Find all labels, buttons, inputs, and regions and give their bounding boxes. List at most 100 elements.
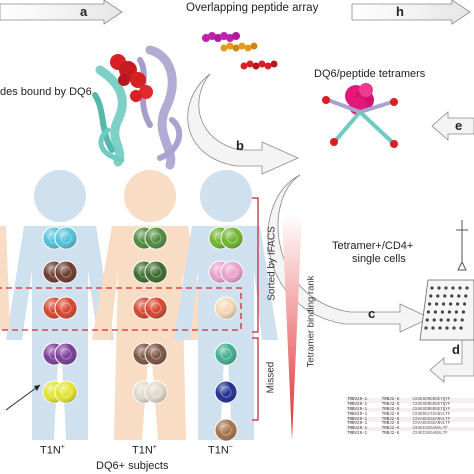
tcell-clone-7 — [132, 296, 168, 320]
tcell-shading — [55, 261, 77, 283]
tcell-nucleus — [150, 266, 162, 278]
tcell-shading — [215, 343, 237, 365]
step-b-label: b — [236, 138, 244, 153]
tcell-nucleus — [150, 348, 162, 360]
tcr-cell-j: TRBJ2-5 — [380, 402, 412, 408]
tcell-clone-4 — [42, 380, 78, 404]
step-a-label: a — [80, 4, 88, 19]
tcr-cell-v: TRBV29-1 — [346, 402, 381, 408]
plate-well — [459, 326, 463, 330]
tcell-clone-0 — [42, 226, 78, 250]
single-cells-label-line1: Tetramer+/CD4+ — [332, 240, 414, 252]
tcell-clone-9 — [132, 380, 168, 404]
plate-well — [447, 310, 451, 314]
tcell-nucleus — [60, 232, 72, 244]
pointer-line — [5, 384, 41, 411]
tcell-clone-10 — [208, 226, 244, 250]
person-0-body — [6, 170, 114, 440]
arrow-b — [187, 73, 299, 175]
plate-well — [464, 294, 468, 298]
tcr-cell-cdr3: CSVEISSGANVLTF — [411, 431, 474, 437]
plate-well — [452, 326, 456, 330]
tcell-shading — [145, 227, 167, 249]
step-e-label: e — [455, 118, 463, 133]
plate-well — [430, 286, 434, 290]
tcr-cell-cdr3: CSVESDRGRSETQYF — [411, 407, 474, 413]
plate-well — [439, 318, 443, 322]
tcell-clone-11 — [208, 260, 244, 284]
plate-well — [435, 302, 439, 306]
tcell-nucleus — [150, 302, 162, 314]
tcell-nucleus — [220, 386, 232, 398]
dq6-tetramer — [322, 83, 398, 148]
tcr-cell-v: TRBV29-1 — [346, 407, 381, 413]
person-1-body — [92, 170, 208, 440]
tcell-nucleus — [150, 386, 162, 398]
tcell-clone-15 — [214, 418, 238, 442]
tcr-cell-v: TRBV29-1 — [346, 398, 381, 403]
tcell-shading — [215, 419, 237, 441]
tcell-shading — [55, 343, 77, 365]
tcell-clone-14 — [214, 380, 238, 404]
tcr-cell-j: TRBJ2-6 — [380, 421, 412, 427]
missed-label: Missed — [265, 361, 277, 394]
arrow-d — [429, 337, 474, 383]
plate-well — [456, 302, 460, 306]
tcell-nucleus — [60, 348, 72, 360]
tcell-clone-13 — [214, 342, 238, 366]
plate-well — [442, 302, 446, 306]
tcell-nucleus — [220, 302, 232, 314]
tcr-cell-cdr3: CSVAGGGSGANVLTF — [411, 421, 474, 427]
tcell-clone-2 — [42, 296, 78, 320]
tcell-shading — [221, 261, 243, 283]
tcr-cell-v: TRBV29-1 — [346, 412, 381, 418]
plate-well — [454, 310, 458, 314]
tcr-cell-cdr3: CSVEDGATGANVLTF — [411, 412, 474, 418]
plate-well — [460, 318, 464, 322]
plate-well — [457, 294, 461, 298]
plate-well — [426, 310, 430, 314]
shared-clone-highlight — [0, 287, 242, 331]
subject-2-label: T1N− — [208, 444, 233, 457]
tcell-nucleus — [60, 302, 72, 314]
tcr-cell-v: TRBV29-1 — [346, 417, 381, 422]
dq6-peptide-structure — [92, 45, 183, 170]
peptide-magenta — [202, 32, 240, 42]
plate-well — [449, 302, 453, 306]
step-h-label: h — [396, 4, 404, 19]
tcell-nucleus — [60, 266, 72, 278]
bound-by-dq6-label: des bound by DQ6 — [0, 86, 92, 98]
peptide-orange — [220, 42, 258, 52]
plate-well — [429, 294, 433, 298]
tcr-cell-j: TRBJ2-6 — [380, 412, 412, 418]
tcell-nucleus — [220, 424, 232, 436]
well-plate — [419, 220, 474, 341]
sorted-bracket — [252, 197, 259, 333]
sorted-label: Sorted by IFACS — [266, 226, 278, 301]
step-d-label: d — [452, 342, 460, 357]
tcr-cell-v: TRBV29-1 — [346, 421, 381, 427]
plate-well — [453, 318, 457, 322]
plate-well — [450, 294, 454, 298]
tcell-clones — [42, 226, 244, 442]
tcr-cell-j: TRBJ2-6 — [380, 426, 412, 432]
dq6-subjects-label: DQ6+ subjects — [96, 460, 169, 472]
tcell-shading — [55, 381, 77, 403]
tetramers-label: DQ6/peptide tetramers — [314, 68, 426, 80]
tcell-clone-1 — [42, 260, 78, 284]
tcr-cell-j: TRBJ2-5 — [380, 407, 412, 413]
tcell-shading — [145, 381, 167, 403]
plate-well — [443, 294, 447, 298]
tcr-cell-cdr3: CSVESDRGRSETQYF — [411, 398, 474, 403]
missed-bracket — [252, 337, 259, 421]
tcell-shading — [145, 343, 167, 365]
plate-well — [432, 318, 436, 322]
plate-well — [433, 310, 437, 314]
